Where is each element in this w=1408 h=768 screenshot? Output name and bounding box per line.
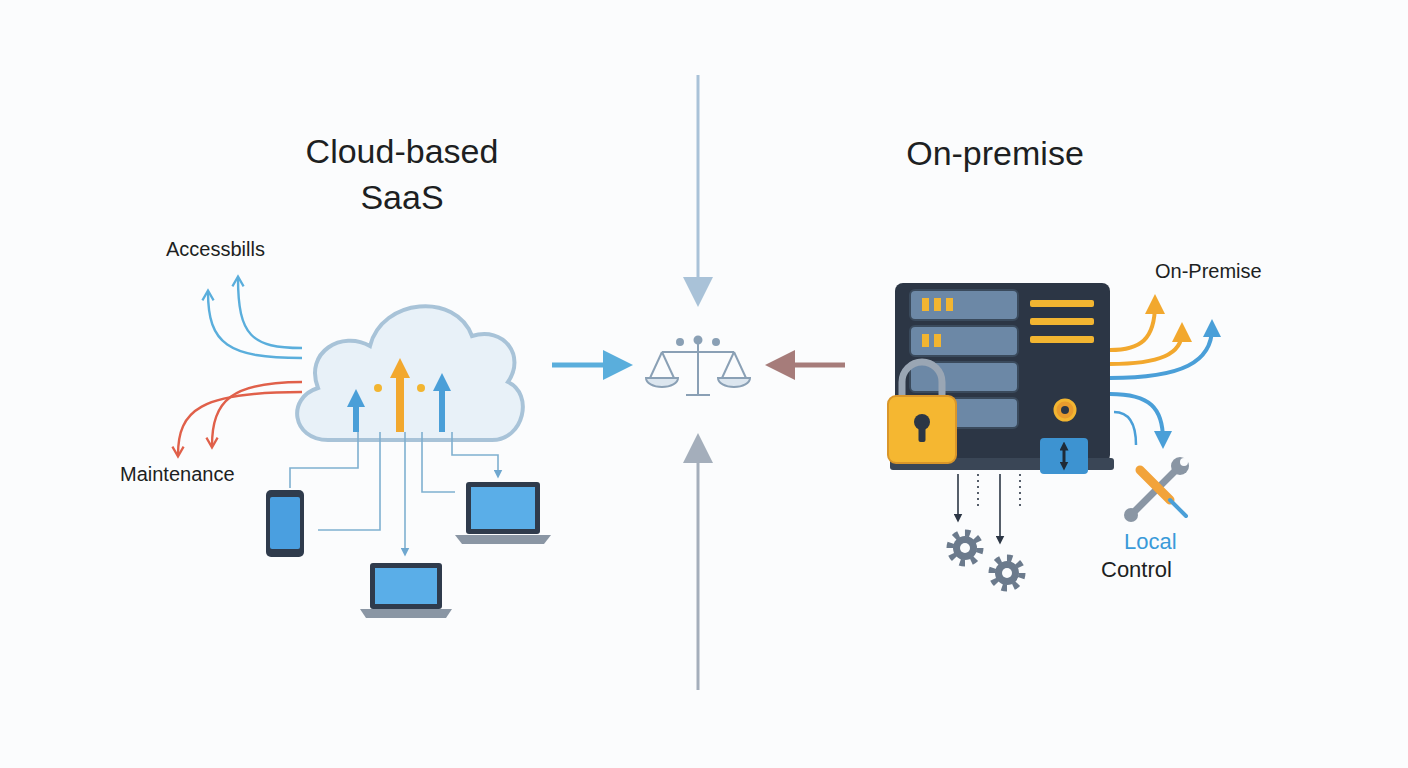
lock-icon — [888, 362, 956, 463]
flow-label: Maintenance — [120, 461, 280, 487]
cloud-icon — [297, 306, 523, 440]
feature-label: Control — [1101, 556, 1241, 584]
server-flow-arrows — [1110, 304, 1212, 445]
gear-icon — [992, 558, 1022, 588]
gear-icon — [950, 533, 980, 563]
flow-label: Accessbills — [166, 236, 326, 262]
section-heading: Cloud-based SaaS — [282, 128, 522, 220]
section-heading: On-premise — [870, 130, 1120, 176]
laptop-icon — [455, 482, 551, 544]
feature-label: Local — [1124, 528, 1244, 556]
transfer-icon — [1040, 438, 1088, 474]
tools-icon — [1124, 457, 1189, 522]
flow-label: On-Premise — [1155, 258, 1315, 284]
phone-icon — [266, 490, 304, 557]
divider-arrows — [552, 75, 845, 690]
balance-scale — [646, 337, 750, 396]
laptop-icon — [360, 563, 452, 618]
cloud-flow-arrows — [178, 278, 302, 455]
